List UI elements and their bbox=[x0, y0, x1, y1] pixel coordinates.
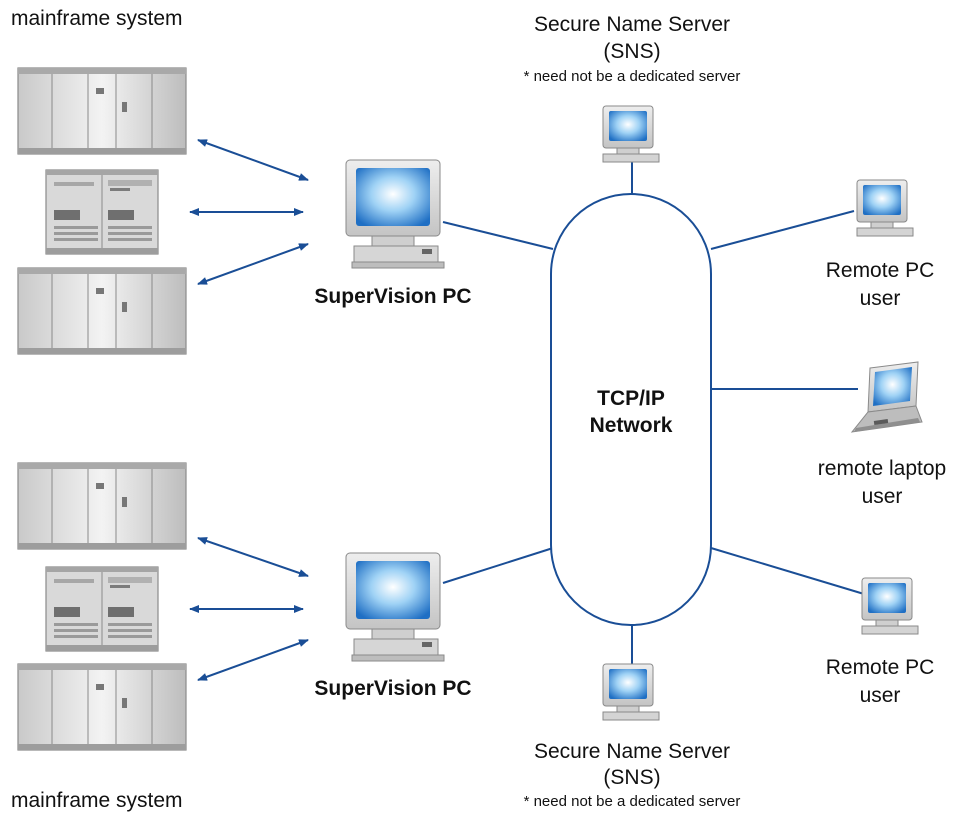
mainframe-cabinet-icon bbox=[17, 267, 187, 355]
network-links bbox=[442, 162, 865, 664]
supervision-pc-label: SuperVision PC bbox=[314, 677, 472, 700]
remote-pc-label: Remote PC bbox=[825, 656, 935, 679]
supervision-pc-icon bbox=[345, 552, 445, 662]
remote-pc-label: user bbox=[859, 287, 901, 310]
remote-pc-label: user bbox=[859, 684, 901, 707]
sns-server-icon bbox=[602, 663, 660, 721]
sns-name-label: Secure Name Server bbox=[533, 740, 731, 763]
laptop-icon bbox=[850, 361, 923, 433]
mainframe-cabinet-icon bbox=[17, 663, 187, 751]
mainframe-rack-icon bbox=[45, 566, 159, 652]
network-label-line1: TCP/IP bbox=[597, 387, 665, 410]
laptop-label: user bbox=[861, 485, 903, 508]
sns-abbr-label: (SNS) bbox=[603, 766, 661, 789]
remote-pc-label: Remote PC bbox=[825, 259, 935, 282]
sns-note-label: * need not be a dedicated server bbox=[523, 793, 741, 810]
mainframe-system-label: mainframe system bbox=[11, 789, 183, 812]
sns-note-label: * need not be a dedicated server bbox=[523, 68, 741, 85]
sns-server-icon bbox=[602, 105, 660, 163]
supervision-pc-icon bbox=[345, 159, 445, 269]
mainframe-arrows bbox=[189, 139, 309, 681]
mainframe-system-label: mainframe system bbox=[11, 7, 183, 30]
mainframe-cabinet-icon bbox=[17, 67, 187, 155]
remote-pc-icon bbox=[861, 577, 919, 635]
network-label-line2: Network bbox=[589, 414, 673, 437]
laptop-label: remote laptop bbox=[817, 457, 947, 480]
remote-pc-icon bbox=[856, 179, 914, 237]
mainframe-cabinet-icon bbox=[17, 462, 187, 550]
supervision-pc-label: SuperVision PC bbox=[314, 285, 472, 308]
sns-name-label: Secure Name Server bbox=[533, 13, 731, 36]
sns-abbr-label: (SNS) bbox=[603, 40, 661, 63]
mainframe-rack-icon bbox=[45, 169, 159, 255]
tcpip-network-shape bbox=[550, 193, 712, 626]
